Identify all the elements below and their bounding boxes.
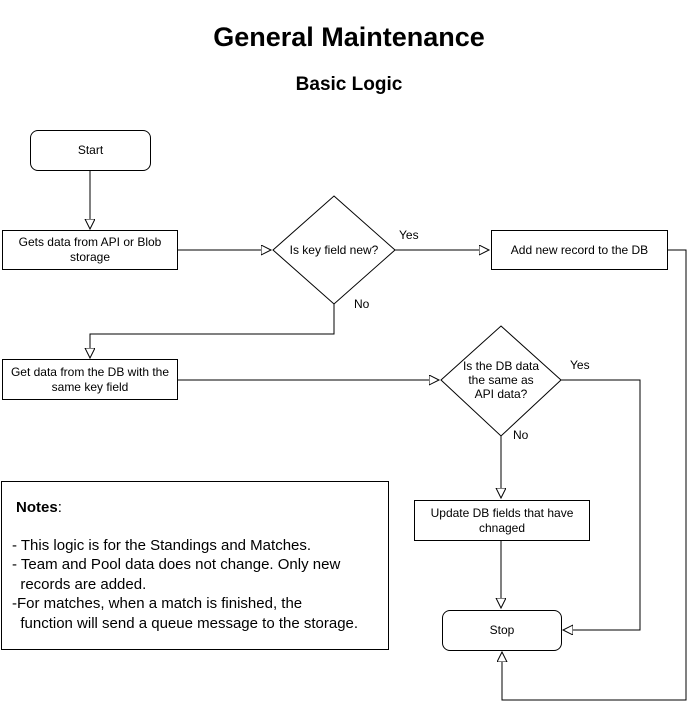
same-yes-label: Yes: [570, 358, 590, 372]
get-db-data-node: Get data from the DB with the same key f…: [2, 359, 178, 400]
edge-add-to-stop: [502, 249, 687, 701]
start-node: Start: [30, 130, 151, 171]
notes-heading: Notes:: [12, 498, 378, 518]
same-data-label: Is the DB data the same as API data?: [462, 359, 540, 401]
decision-same-data-shape: [440, 325, 562, 437]
get-data-node: Gets data from API or Blob storage: [2, 230, 178, 270]
add-record-node: Add new record to the DB: [491, 230, 668, 270]
edge-keynew-no: [90, 304, 335, 358]
same-no-label: No: [513, 428, 529, 442]
decision-key-new-shape: [272, 195, 396, 305]
page-subtitle: Basic Logic: [295, 74, 403, 95]
is-key-new-label: Is key field new?: [289, 243, 379, 257]
update-fields-node: Update DB fields that have chnaged: [414, 500, 590, 541]
notes-line: - Team and Pool data does not change. On…: [12, 556, 341, 593]
notes-box: Notes: - This logic is for the Standings…: [1, 481, 389, 650]
key-yes-label: Yes: [399, 228, 419, 242]
stop-node: Stop: [442, 610, 562, 651]
notes-heading-colon: :: [57, 499, 62, 516]
notes-line: -For matches, when a match is finished, …: [12, 595, 359, 632]
notes-line: - This logic is for the Standings and Ma…: [12, 536, 312, 554]
page-title: General Maintenance: [213, 22, 485, 52]
key-no-label: No: [354, 297, 370, 311]
notes-heading-text: Notes: [16, 499, 58, 516]
edge-same-yes: [561, 379, 641, 630]
